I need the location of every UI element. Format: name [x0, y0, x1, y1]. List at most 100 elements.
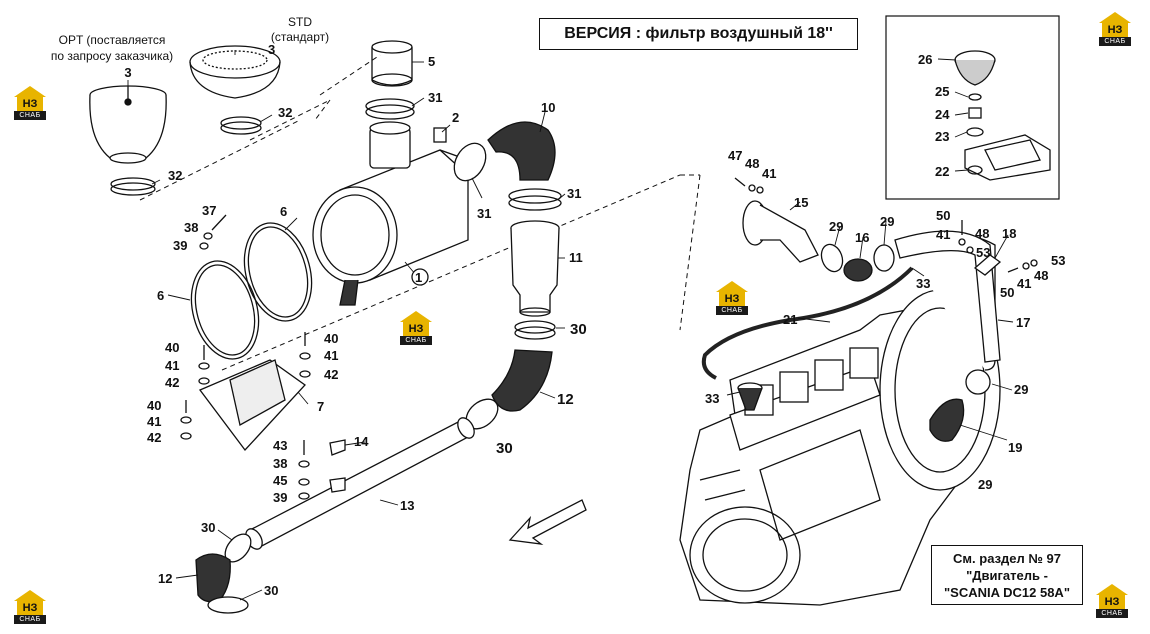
callout-11: 11 [569, 250, 583, 265]
callout-38-upper: 38 [184, 220, 198, 235]
brand-logo: НЗ СНАБ [14, 86, 46, 120]
callout-47: 47 [728, 148, 742, 163]
fastener-stack-40-bottom [180, 400, 192, 440]
clamp-32-opt [110, 177, 156, 196]
brand-logo: НЗ СНАБ [14, 590, 46, 624]
fastener-50-48-53 [958, 220, 974, 254]
logo-bottom-text: СНАБ [14, 615, 46, 624]
callout-29-b: 29 [880, 214, 894, 229]
flow-direction-arrow [508, 499, 587, 545]
callout-38-lower: 38 [273, 456, 287, 471]
inset-housing-22 [964, 134, 1051, 181]
callout-31-top: 31 [428, 90, 442, 105]
callout-12-upper: 12 [557, 391, 574, 408]
fastener-50-41-48-53 [1007, 259, 1038, 273]
brand-logo: НЗ СНАБ [1096, 584, 1128, 618]
callout-39-lower: 39 [273, 490, 287, 505]
clamp-31-right [508, 188, 562, 211]
callout-53-b: 53 [1051, 253, 1065, 268]
callout-6-rear: 6 [280, 204, 287, 219]
breather-33 [737, 382, 763, 411]
detail-inset-frame [885, 15, 1060, 200]
strap-ring-6-front [190, 260, 260, 360]
callout-41-c: 41 [324, 348, 338, 363]
callout-48-c: 48 [1034, 268, 1048, 283]
clamp-29-hose [873, 244, 895, 272]
opt-note-line1: OPT (поставляется [59, 33, 166, 47]
callout-15: 15 [794, 195, 808, 210]
hose-10 [487, 121, 556, 181]
callout-41-f: 41 [1017, 276, 1031, 291]
callout-32-std: 32 [278, 105, 292, 120]
callout-29-a: 29 [829, 219, 843, 234]
clamp-30-bottom-b [207, 596, 249, 614]
fastener-stack-43 [298, 440, 310, 500]
fastener-47-48-41 [734, 177, 764, 194]
callout-39-upper: 39 [173, 238, 187, 253]
callout-5: 5 [428, 54, 435, 69]
brand-logo: НЗ СНАБ [716, 281, 748, 315]
callout-7: 7 [317, 399, 324, 414]
callout-25: 25 [935, 84, 949, 99]
logo-top-text: НЗ [17, 601, 43, 615]
callout-30-bottom-b: 30 [264, 583, 278, 598]
clamp-31-top [365, 98, 415, 120]
callout-29-d: 29 [978, 477, 992, 492]
callout-23: 23 [935, 129, 949, 144]
callout-50-a: 50 [936, 208, 950, 223]
bracket-18 [973, 254, 1002, 276]
callout-30-mid: 30 [570, 321, 587, 338]
callout-13: 13 [400, 498, 414, 513]
clamp-30-mid [514, 320, 556, 340]
callout-53-a: 53 [976, 245, 990, 260]
opt-precleaner-cap [89, 85, 167, 164]
callout-17: 17 [1016, 315, 1030, 330]
callout-41-d: 41 [762, 166, 776, 181]
callout-29-c: 29 [1014, 382, 1028, 397]
logo-bottom-text: СНАБ [14, 111, 46, 120]
callout-18: 18 [1002, 226, 1016, 241]
callout-40-a: 40 [165, 340, 179, 355]
callout-31-right: 31 [567, 186, 581, 201]
std-note-line1: STD [288, 15, 312, 29]
callout-19: 19 [1008, 440, 1022, 455]
callout-circle-1 [411, 268, 429, 286]
engine-scania-dc12 [679, 232, 1001, 606]
callout-2: 2 [452, 110, 459, 125]
logo-top-text: НЗ [403, 322, 429, 336]
callout-41-e: 41 [936, 227, 950, 242]
callout-14: 14 [354, 434, 369, 449]
hose-12-upper [491, 349, 553, 412]
callout-1: 1 [415, 270, 422, 285]
callout-30-bottom-a: 30 [201, 520, 215, 535]
callout-40-c: 40 [324, 331, 338, 346]
callout-21: 21 [783, 312, 797, 327]
inset-indicator-26 [954, 50, 996, 86]
hose-19 [929, 398, 965, 442]
fastener-stack-37 [199, 214, 227, 250]
fastener-stack-40-top [198, 345, 210, 385]
logo-bottom-text: СНАБ [400, 336, 432, 345]
callout-24: 24 [935, 107, 950, 122]
callout-3-std: 3 [268, 42, 275, 57]
callout-30-lower: 30 [496, 440, 513, 457]
air-filter-housing [312, 121, 469, 306]
callout-10: 10 [541, 100, 555, 115]
breather-hose-21 [701, 266, 914, 380]
reference-note: См. раздел № 97 "Двигатель - "SCANIA DC1… [931, 545, 1083, 605]
callout-32-opt: 32 [168, 168, 182, 183]
callout-42-a: 42 [165, 375, 179, 390]
strap-ring-6-rear [243, 222, 313, 322]
mounting-bracket-7 [198, 359, 306, 452]
bracket-14 [329, 439, 346, 493]
reference-line-2: "Двигатель - [966, 567, 1048, 583]
callout-33-a: 33 [916, 276, 930, 291]
opt-note-line2: по запросу заказчика) [51, 49, 173, 63]
reference-line-1: См. раздел № 97 [953, 550, 1061, 566]
callout-40-b: 40 [147, 398, 161, 413]
logo-top-text: НЗ [17, 97, 43, 111]
version-title: ВЕРСИЯ : фильтр воздушный 18'' [539, 18, 858, 50]
reference-line-3: "SCANIA DC12 58A" [944, 584, 1070, 600]
hose-12-lower [195, 553, 231, 603]
